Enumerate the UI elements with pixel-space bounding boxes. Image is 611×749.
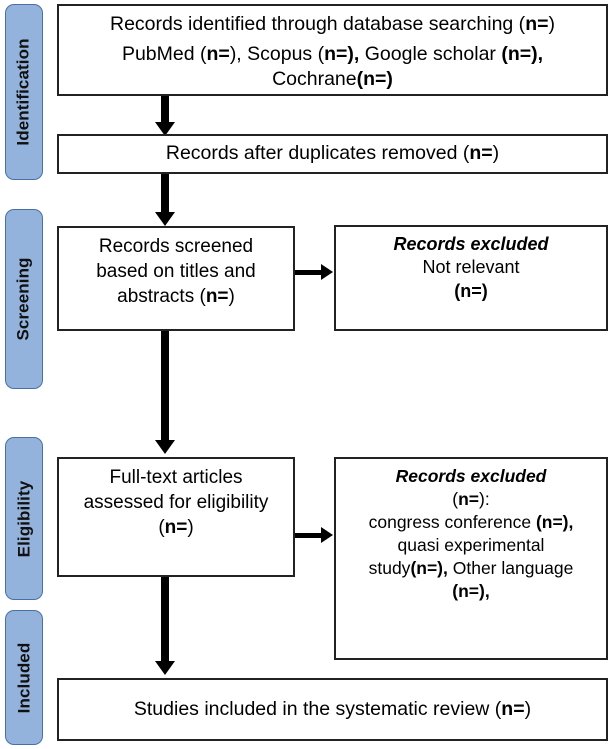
connector-duplicates-to-screened [161,174,169,218]
records-screened-line-1: Records screened [98,236,254,257]
stage-pill-screening: Screening [5,209,43,389]
stage-pill-included: Included [5,610,43,745]
box-fulltext-assessed-text: Full-text articles assessed for eligibil… [65,465,287,540]
excluded-eligibility-line-2: (n=): [452,489,490,510]
box-records-screened-text: Records screened based on titles and abs… [65,234,287,309]
box-studies-included: Studies included in the systematic revie… [57,678,608,741]
excluded-eligibility-line-5: study(n=), Other language [368,558,574,579]
stage-pill-identification: Identification [5,4,43,180]
records-screened-line-3: abstracts (n=) [117,286,235,308]
box-records-identified-text: Records identified through database sear… [65,12,600,93]
connector-fulltext-to-included [161,577,169,665]
fulltext-line-3: (n=) [158,517,194,539]
excluded-screening-line-3: (n=) [454,280,488,301]
excluded-eligibility-line-3: congress conference (n=), [368,512,574,533]
fulltext-line-2: assessed for eligibility [83,492,269,514]
stage-label-identification: Identification [14,38,33,146]
excluded-screening-line-1: Records excluded [393,234,549,254]
connector-screened-to-fulltext [161,331,169,444]
records-identified-line-2: PubMed (n=), Scopus (n=), Google scholar… [121,42,544,65]
excluded-screening-line-2: Not relevant [422,257,520,278]
connector-fulltext-to-excluded [295,533,323,538]
box-duplicates-removed: Records after duplicates removed (n=) [57,134,608,174]
box-records-excluded-screening-text: Records excluded Not relevant (n=) [342,233,600,303]
records-identified-line-1: Records identified through database sear… [110,13,555,35]
connector-screened-to-excluded [295,270,323,275]
connector-fulltext-to-excluded-arrowhead [321,527,333,543]
box-records-excluded-eligibility: Records excluded (n=): congress conferen… [334,457,608,660]
stage-label-eligibility: Eligibility [14,480,34,557]
fulltext-line-1: Full-text articles [109,467,243,488]
connector-screened-to-fulltext-arrowhead [155,440,175,454]
connector-identified-to-duplicates [161,96,169,126]
excluded-eligibility-line-4: quasi experimental [397,535,545,556]
box-records-excluded-eligibility-text: Records excluded (n=): congress conferen… [342,465,600,604]
connector-duplicates-to-screened-arrowhead [155,212,175,226]
connector-identified-to-duplicates-arrowhead [155,122,175,136]
excluded-eligibility-line-6: (n=), [452,581,490,602]
connector-screened-to-excluded-arrowhead [321,264,333,280]
box-records-identified: Records identified through database sear… [57,4,608,96]
excluded-eligibility-line-1: Records excluded [395,466,547,486]
stage-label-included: Included [14,642,34,713]
connector-fulltext-to-included-arrowhead [155,661,175,675]
records-identified-line-3: Cochrane(n=) [272,68,393,91]
box-records-excluded-screening: Records excluded Not relevant (n=) [334,225,608,331]
box-fulltext-assessed: Full-text articles assessed for eligibil… [57,457,295,577]
records-screened-line-2: based on titles and [96,261,256,283]
stage-label-screening: Screening [14,257,34,341]
box-studies-included-text: Studies included in the systematic revie… [133,697,532,720]
box-duplicates-removed-text: Records after duplicates removed (n=) [165,142,500,165]
box-records-screened: Records screened based on titles and abs… [57,226,295,331]
stage-pill-eligibility: Eligibility [5,437,43,600]
